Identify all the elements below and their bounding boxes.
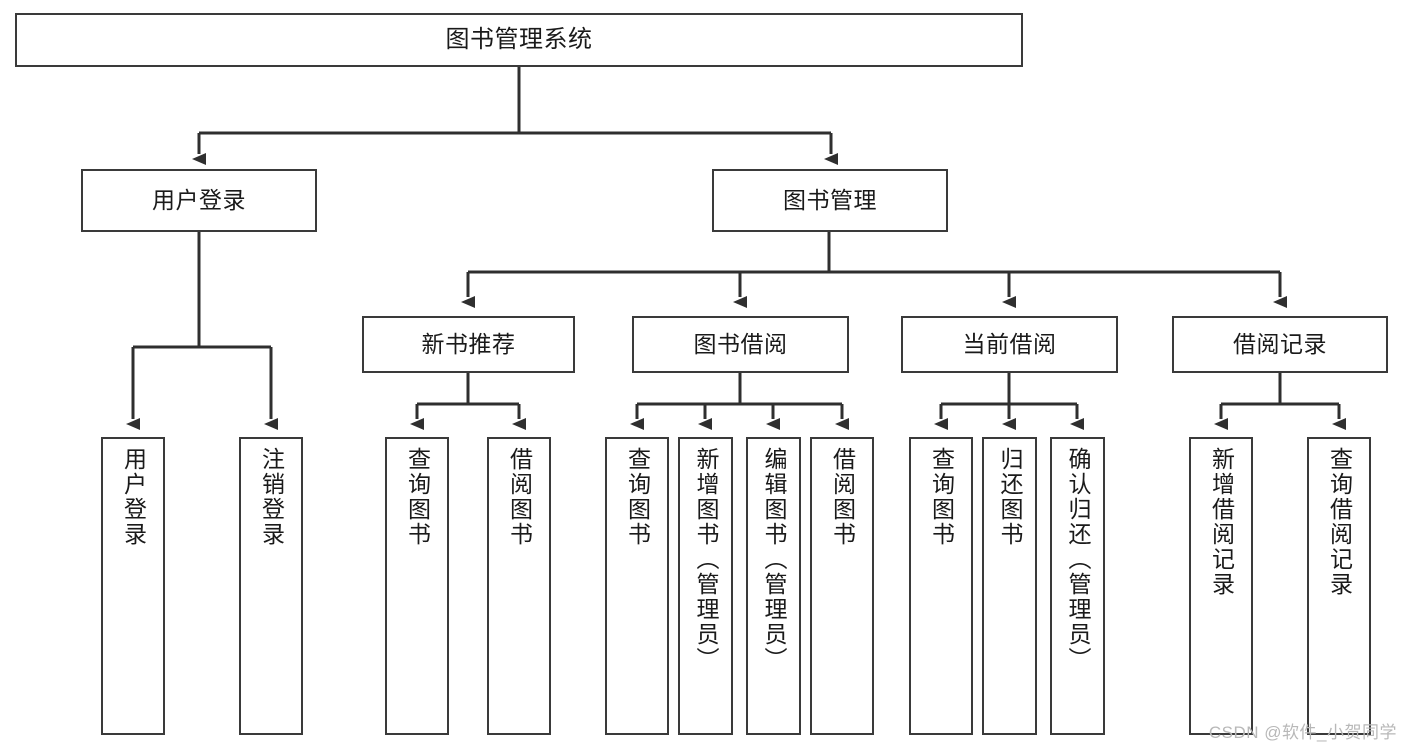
node-leaf-user-login-label: 用户登录 [120,447,147,547]
node-new-book-rec-label: 新书推荐 [421,330,516,357]
node-leaf-user-logout[interactable]: 注销登录 [239,437,303,735]
node-leaf-edit-book-label: 编辑图书（管理员） [761,447,787,672]
node-new-book-rec[interactable]: 新书推荐 [362,316,575,373]
node-user-login-label: 用户登录 [152,186,246,213]
csdn-watermark: CSDN @软件_小贺同学 [1208,723,1397,742]
node-leaf-query-record-label: 查询借阅记录 [1326,447,1353,597]
node-leaf-confirm-return[interactable]: 确认归还（管理员） [1050,437,1105,735]
node-leaf-borrow-book-2-label: 借阅图书 [829,447,856,547]
node-leaf-query-book-3[interactable]: 查询图书 [909,437,973,735]
node-borrow-record[interactable]: 借阅记录 [1172,316,1388,373]
node-leaf-user-logout-label: 注销登录 [258,447,285,547]
node-leaf-query-book-2-label: 查询图书 [624,447,651,547]
node-leaf-add-record-label: 新增借阅记录 [1208,447,1235,597]
node-leaf-edit-book[interactable]: 编辑图书（管理员） [746,437,801,735]
node-leaf-add-book-label: 新增图书（管理员） [693,447,719,672]
node-leaf-borrow-book-1[interactable]: 借阅图书 [487,437,551,735]
node-book-mgmt-label: 图书管理 [783,186,877,213]
node-leaf-query-book-1[interactable]: 查询图书 [385,437,449,735]
node-leaf-add-book[interactable]: 新增图书（管理员） [678,437,733,735]
node-leaf-return-book-label: 归还图书 [997,447,1023,547]
node-leaf-borrow-book-2[interactable]: 借阅图书 [810,437,874,735]
node-book-borrow-label: 图书借阅 [693,330,788,357]
node-current-borrow[interactable]: 当前借阅 [901,316,1118,373]
node-root[interactable]: 图书管理系统 [15,13,1023,67]
node-leaf-borrow-book-1-label: 借阅图书 [506,447,533,547]
node-user-login[interactable]: 用户登录 [81,169,317,232]
node-leaf-return-book[interactable]: 归还图书 [982,437,1037,735]
node-borrow-record-label: 借阅记录 [1233,330,1327,357]
node-leaf-query-book-1-label: 查询图书 [404,447,431,547]
node-leaf-confirm-return-label: 确认归还（管理员） [1065,447,1091,672]
node-leaf-add-record[interactable]: 新增借阅记录 [1189,437,1253,735]
node-leaf-query-book-2[interactable]: 查询图书 [605,437,669,735]
node-root-label: 图书管理系统 [445,25,593,53]
node-leaf-user-login[interactable]: 用户登录 [101,437,165,735]
node-book-mgmt[interactable]: 图书管理 [712,169,948,232]
node-book-borrow[interactable]: 图书借阅 [632,316,849,373]
node-leaf-query-book-3-label: 查询图书 [928,447,955,547]
node-current-borrow-label: 当前借阅 [962,330,1057,357]
node-leaf-query-record[interactable]: 查询借阅记录 [1307,437,1371,735]
